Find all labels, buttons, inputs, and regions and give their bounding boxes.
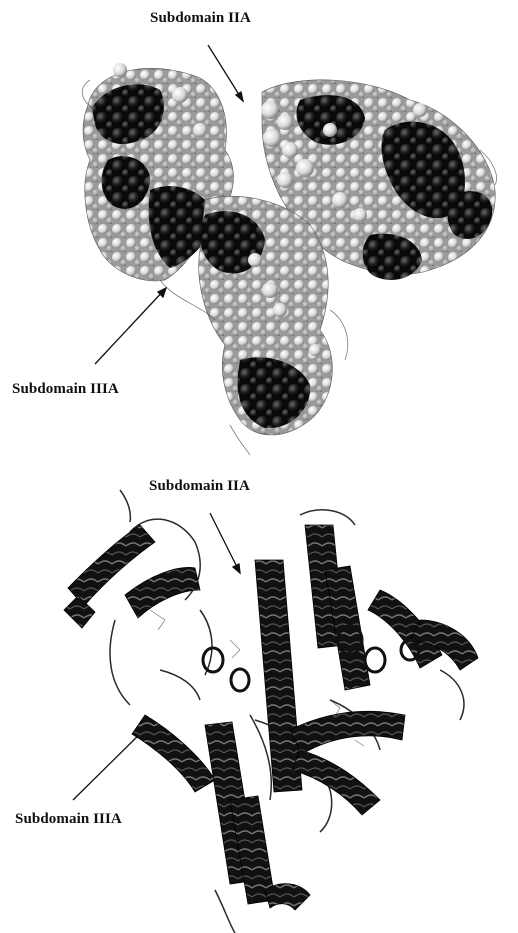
ribbon-panel: Subdomain IIA Subdomain IIIA bbox=[0, 470, 518, 933]
space-filling-protein-image bbox=[0, 0, 518, 470]
space-filling-panel: Subdomain IIA Subdomain IIIA bbox=[0, 0, 518, 470]
arrow-to-iia-bottom bbox=[210, 513, 240, 573]
arrow-to-iiia-top bbox=[95, 288, 166, 364]
ribbon-protein-image bbox=[0, 470, 518, 933]
